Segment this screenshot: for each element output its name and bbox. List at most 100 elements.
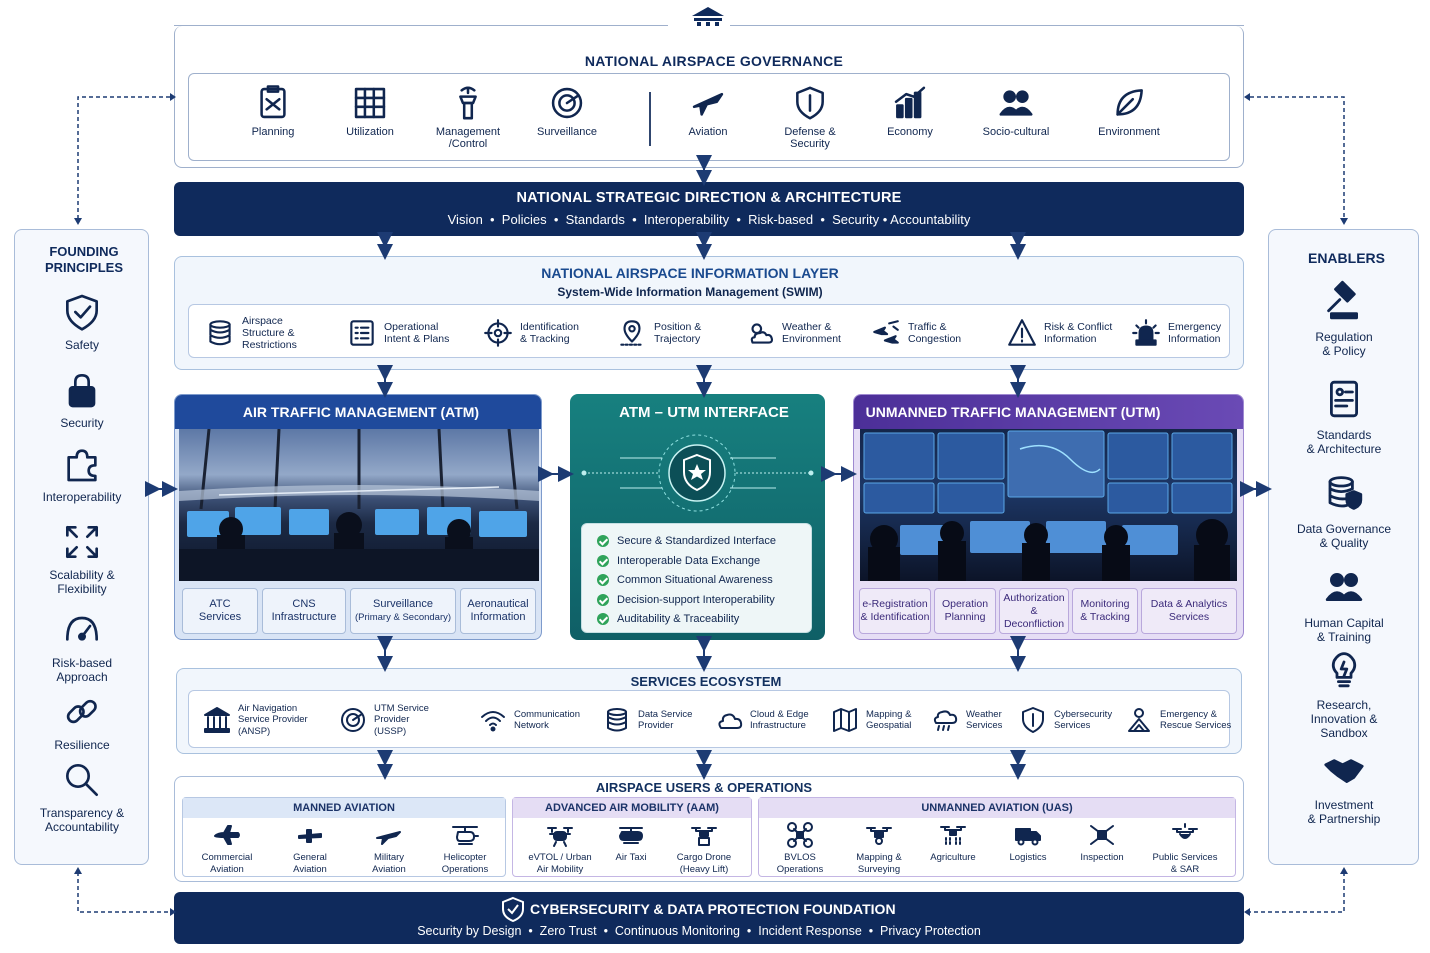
users-item-label: BVLOS	[784, 852, 816, 863]
founding-item: Security	[20, 370, 144, 430]
enabler-item-label: & Architecture	[1306, 442, 1382, 456]
enabler-item: Regulation& Policy	[1274, 280, 1414, 358]
service-item-label: Geospatial	[866, 720, 912, 731]
service-item-label: Rescue Services	[1160, 720, 1232, 731]
users-item: Inspection	[1062, 820, 1142, 864]
interface-item: Auditability & Traceability	[597, 611, 809, 627]
service-item-label: Air Navigation	[238, 702, 298, 714]
atm-chip[interactable]: Surveillance(Primary & Secondary)	[350, 588, 456, 634]
cloud-icon	[712, 705, 746, 735]
service-item-label: Data Service	[638, 708, 693, 720]
users-item-label-2: Aviation	[372, 863, 406, 875]
governance-item: Aviation	[658, 84, 758, 156]
governance-item: Utilization	[320, 84, 420, 156]
database-icon	[202, 317, 238, 349]
service-item-label: Infrastructure	[750, 720, 806, 731]
interface-item: Common Situational Awareness	[597, 572, 809, 588]
utm-chip-label: Operation	[941, 598, 989, 610]
utm-chip[interactable]: e-Registration& Identification	[859, 588, 931, 634]
info-layer-item-label: Intent & Plans	[384, 333, 450, 345]
service-item-label: Services	[1054, 720, 1091, 731]
strategic-subtitle: Vision • Policies • Standards • Interope…	[447, 212, 971, 227]
siren-icon	[1128, 317, 1164, 349]
check-icon	[597, 535, 609, 547]
utm-title: UNMANNED TRAFFIC MANAGEMENT (UTM)	[865, 404, 1161, 420]
strategic-title: NATIONAL STRATEGIC DIRECTION & ARCHITECT…	[516, 190, 902, 206]
small-plane-icon	[270, 820, 350, 852]
atm-chip-label-2: Infrastructure	[271, 611, 337, 623]
governance-item-label: Surveillance	[537, 126, 597, 138]
interface-item-label: Auditability & Traceability	[617, 613, 740, 626]
utm-chip-label-2: & Tracking	[1080, 611, 1130, 623]
gauge-icon	[20, 610, 144, 656]
enabler-item-label: Standards	[1316, 428, 1372, 442]
atm-control-room-image	[179, 429, 539, 581]
info-layer-item-label: Identification	[520, 321, 579, 333]
users-item-label-2: Aviation	[293, 863, 327, 875]
info-layer-item-label: Position &	[654, 321, 702, 333]
info-layer-item-label: Traffic &	[908, 321, 947, 333]
service-item: Mapping &Geospatial	[828, 700, 952, 740]
leaf-icon	[1079, 84, 1179, 126]
info-layer-item-text: Traffic &Congestion	[908, 321, 961, 345]
founding-item-label: Resilience	[54, 738, 110, 752]
founding-item-label: Security	[60, 416, 104, 430]
users-item-label-2: (Heavy Lift)	[679, 863, 729, 875]
info-layer-item: Position &Trajectory	[614, 313, 744, 353]
drone-icon	[760, 820, 840, 852]
governance-item-label: Utilization	[346, 126, 394, 138]
interface-item-label: Decision-support Interoperability	[617, 593, 775, 606]
users-item-label: Helicopter	[443, 852, 487, 863]
shield-icon	[760, 84, 860, 126]
users-item: Mapping &Surveying	[839, 820, 919, 875]
founding-item-label: Risk-based	[51, 656, 113, 670]
info-layer-item-label: Risk & Conflict	[1044, 321, 1113, 333]
atm-title: AIR TRAFFIC MANAGEMENT (ATM)	[242, 404, 480, 420]
users-group: UNMANNED AVIATION (UAS)	[758, 797, 1236, 877]
users-item: Air Taxi	[591, 820, 671, 864]
users-group-title: UNMANNED AVIATION (UAS)	[759, 798, 1235, 818]
atm-chip-label-2: Information	[470, 611, 526, 623]
founding-title-2: PRINCIPLES	[44, 260, 123, 275]
governance-divider	[649, 92, 651, 146]
fighter-jet-icon	[349, 820, 429, 852]
database-shield-icon	[1274, 472, 1414, 522]
utm-chip[interactable]: Authorization& Deconfliction	[999, 588, 1069, 634]
governance-item-label: Management	[435, 126, 501, 138]
map-icon	[828, 705, 862, 735]
enabler-item-label: Innovation &	[1310, 712, 1378, 726]
utm-chip[interactable]: Monitoring& Tracking	[1072, 588, 1138, 634]
rescue-icon	[1122, 705, 1156, 735]
document-icon	[1274, 378, 1414, 428]
users-item-label: Military	[373, 852, 405, 863]
service-item-label: UTM Service	[374, 702, 429, 714]
founding-item-label: Interoperability	[42, 490, 122, 504]
governance-item-label: Economy	[887, 126, 933, 138]
grid-icon	[320, 84, 420, 126]
people-icon	[966, 84, 1066, 126]
atm-chip-label: Aeronautical	[467, 598, 529, 610]
interface-item-label: Interoperable Data Exchange	[617, 554, 761, 567]
info-layer-item-label: Operational	[384, 321, 439, 333]
handshake-icon	[1274, 748, 1414, 798]
interface-list-box	[581, 523, 812, 633]
founding-frame	[14, 229, 149, 865]
utm-chip-label: Data & Analytics	[1150, 598, 1228, 610]
enabler-item-label: & Training	[1316, 630, 1372, 644]
